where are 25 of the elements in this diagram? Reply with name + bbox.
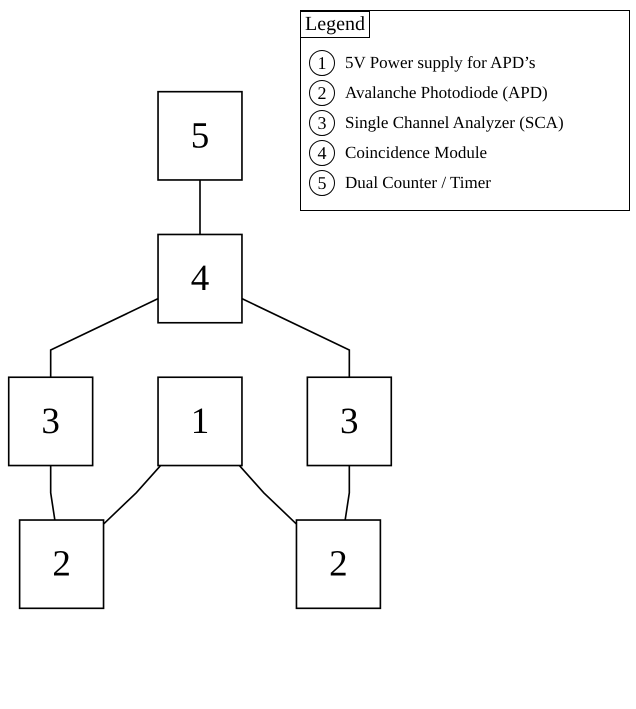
legend-text: 5V Power supply for APD’s bbox=[345, 53, 536, 73]
node-box: 5 bbox=[157, 90, 243, 181]
legend-text: Coincidence Module bbox=[345, 143, 488, 163]
node-box: 4 bbox=[157, 234, 243, 324]
connector bbox=[199, 180, 201, 234]
connector bbox=[50, 298, 158, 378]
connector bbox=[102, 464, 162, 525]
legend-number: 5 bbox=[309, 170, 335, 196]
legend-number: 2 bbox=[309, 80, 335, 106]
connector bbox=[242, 298, 350, 378]
legend-number: 3 bbox=[309, 110, 335, 136]
connector bbox=[344, 466, 350, 520]
node-box: 3 bbox=[8, 376, 94, 466]
node-box: 1 bbox=[157, 376, 243, 466]
node-box: 2 bbox=[296, 519, 382, 610]
connector bbox=[50, 466, 56, 520]
node-box: 3 bbox=[306, 376, 392, 466]
legend-text: Avalanche Photodiode (APD) bbox=[345, 83, 548, 103]
legend-number: 4 bbox=[309, 140, 335, 166]
legend-text: Dual Counter / Timer bbox=[345, 173, 491, 193]
legend-number: 1 bbox=[309, 50, 335, 76]
node-box: 2 bbox=[18, 519, 104, 610]
legend-text: Single Channel Analyzer (SCA) bbox=[345, 113, 564, 133]
connector bbox=[238, 464, 298, 525]
legend-title: Legend bbox=[300, 11, 370, 38]
